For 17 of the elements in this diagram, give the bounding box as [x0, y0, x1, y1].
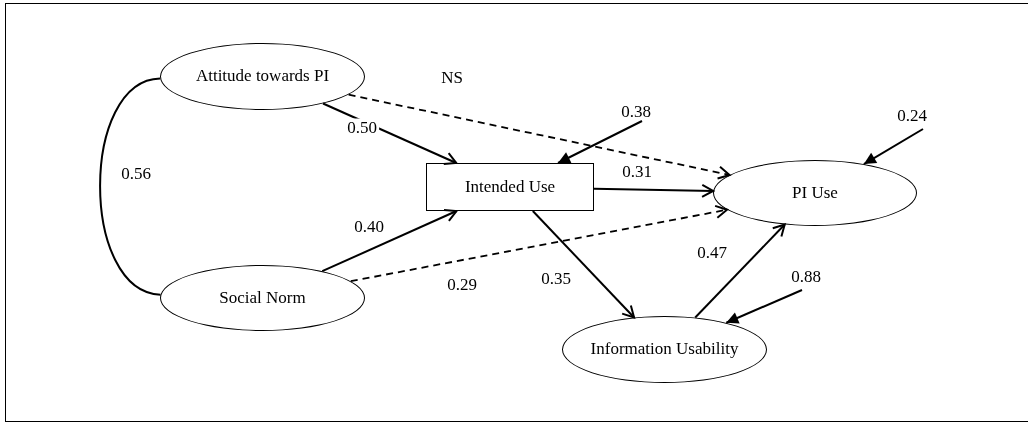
arrow [862, 128, 924, 166]
arrow [531, 210, 636, 319]
arrow [694, 223, 786, 319]
arrow [349, 204, 729, 283]
connector-line [99, 77, 162, 296]
arrow [593, 183, 715, 198]
node-label: Attitude towards PI [195, 66, 330, 87]
arrow [321, 209, 458, 273]
arrow [725, 289, 803, 324]
node-label: Intended Use [464, 176, 556, 198]
node-label: PI Use [792, 182, 838, 204]
arrow [347, 93, 731, 180]
process-box [426, 163, 594, 211]
node-label: Social Norm [219, 287, 306, 309]
arrow [557, 120, 643, 164]
node-label: Information Usability [590, 339, 739, 360]
edge-label: 0.50 [345, 118, 379, 136]
